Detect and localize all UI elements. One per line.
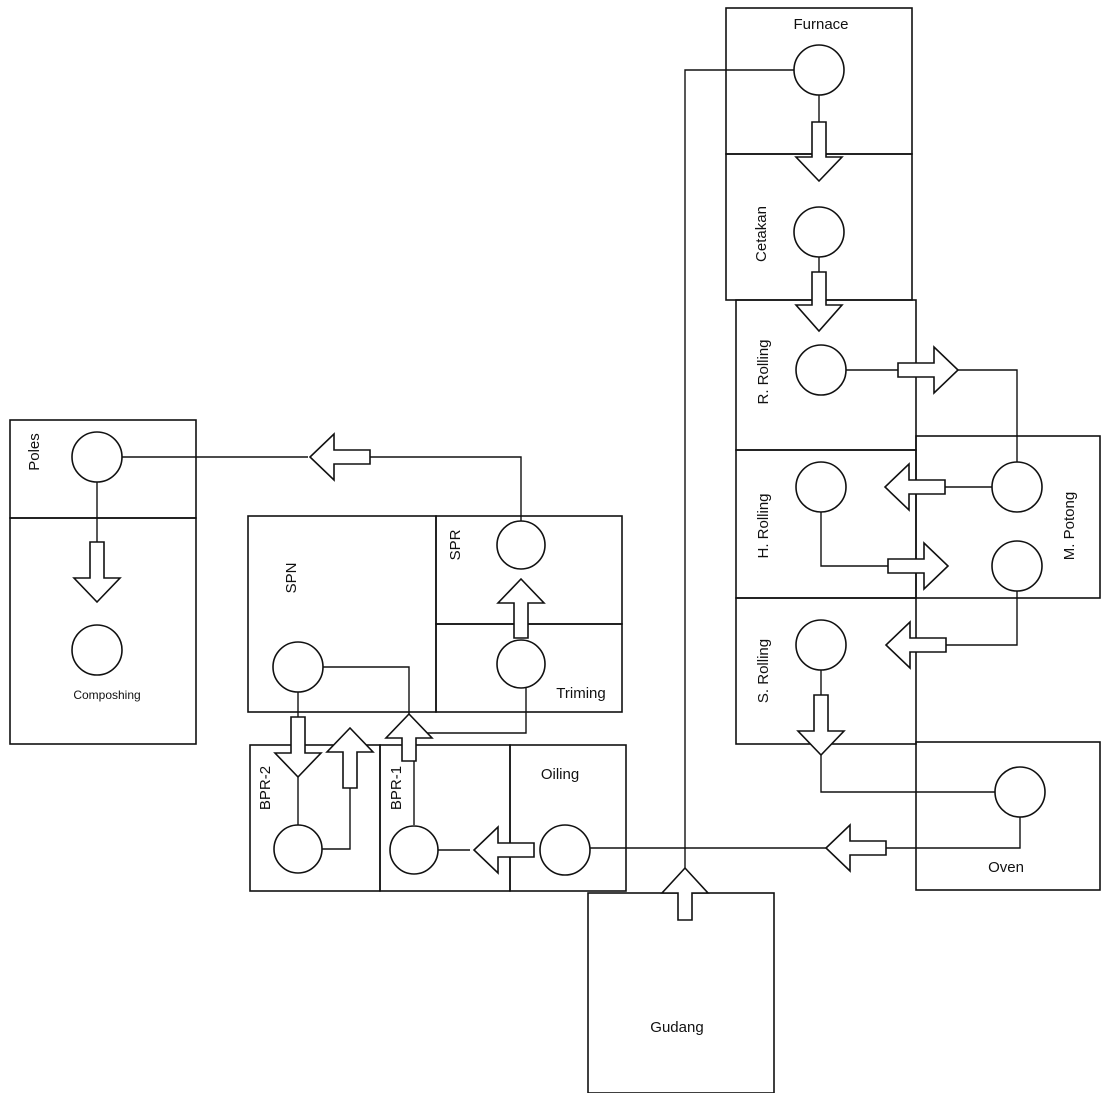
h-rolling-node bbox=[796, 462, 846, 512]
rrolling-to-mpotong-arrow bbox=[898, 347, 958, 393]
bpr2-node bbox=[274, 825, 322, 873]
bpr1-label: BPR-1 bbox=[388, 766, 405, 810]
s-rolling-node bbox=[796, 620, 846, 670]
poles-label: Poles bbox=[26, 433, 43, 471]
gudang-area bbox=[588, 893, 774, 1093]
oiling-node bbox=[540, 825, 590, 875]
mpotong-to-hrolling-arrow bbox=[885, 464, 945, 510]
oven-node bbox=[995, 767, 1045, 817]
m-potong-label: M. Potong bbox=[1061, 492, 1078, 560]
process-nodes bbox=[72, 45, 1045, 875]
hrolling-to-mpotong-line bbox=[821, 512, 888, 566]
oiling-to-bpr1-arrow bbox=[474, 827, 534, 873]
gudang-label: Gudang bbox=[650, 1019, 703, 1036]
srolling-to-oven-line bbox=[821, 755, 996, 792]
oven-to-oiling-arrow bbox=[826, 825, 886, 871]
bpr1-node bbox=[390, 826, 438, 874]
spn-area bbox=[248, 516, 436, 712]
poles-to-composhing-arrow bbox=[74, 542, 120, 602]
bpr1-to-spn-arrow bbox=[386, 714, 432, 761]
oven-down-line bbox=[886, 817, 1020, 848]
triming-node bbox=[497, 640, 545, 688]
cetakan-to-rrolling-arrow bbox=[796, 272, 842, 331]
spr-to-poles-arrow bbox=[310, 434, 370, 480]
furnace-to-cetakan-arrow bbox=[796, 122, 842, 181]
m-potong-bottom-node bbox=[992, 541, 1042, 591]
poles-node bbox=[72, 432, 122, 482]
mpotong-to-srolling-line bbox=[946, 591, 1017, 645]
m-potong-top-node bbox=[992, 462, 1042, 512]
spn-to-bpr2-arrow bbox=[275, 717, 321, 777]
h-rolling-label: H. Rolling bbox=[755, 493, 772, 558]
spn-to-bpr1-line bbox=[323, 667, 409, 717]
spn-node bbox=[273, 642, 323, 692]
furnace-node bbox=[794, 45, 844, 95]
spr-to-poles-line bbox=[370, 457, 521, 521]
hrolling-to-mpotong-arrow bbox=[888, 543, 948, 589]
gudang-to-furnace-line bbox=[685, 70, 794, 920]
gudang-to-furnace-arrow bbox=[662, 868, 708, 920]
oven-label: Oven bbox=[988, 859, 1024, 876]
srolling-to-oven-arrow bbox=[798, 695, 844, 755]
connector-lines bbox=[97, 70, 1020, 920]
composhing-label: Composhing bbox=[73, 688, 140, 702]
s-rolling-label: S. Rolling bbox=[755, 639, 772, 703]
composhing-node bbox=[72, 625, 122, 675]
area-labels: Furnace Cetakan R. Rolling H. Rolling S.… bbox=[26, 16, 1078, 1036]
triming-label: Triming bbox=[556, 685, 605, 702]
r-rolling-label: R. Rolling bbox=[755, 339, 772, 404]
bpr2-up-line bbox=[322, 788, 350, 849]
furnace-label: Furnace bbox=[793, 16, 848, 33]
bpr2-to-spn-arrow bbox=[327, 728, 373, 788]
spr-label: SPR bbox=[447, 529, 464, 560]
cetakan-label: Cetakan bbox=[753, 206, 770, 262]
bpr1-to-triming-line bbox=[414, 688, 526, 733]
spr-node bbox=[497, 521, 545, 569]
r-rolling-node bbox=[796, 345, 846, 395]
cetakan-node bbox=[794, 207, 844, 257]
area-boxes bbox=[10, 8, 1100, 1093]
oiling-label: Oiling bbox=[541, 766, 579, 783]
rrolling-arrow-to-mpotong-line bbox=[958, 370, 1017, 463]
spn-label: SPN bbox=[283, 563, 300, 594]
bpr2-label: BPR-2 bbox=[257, 766, 274, 810]
triming-to-spr-arrow bbox=[498, 579, 544, 638]
